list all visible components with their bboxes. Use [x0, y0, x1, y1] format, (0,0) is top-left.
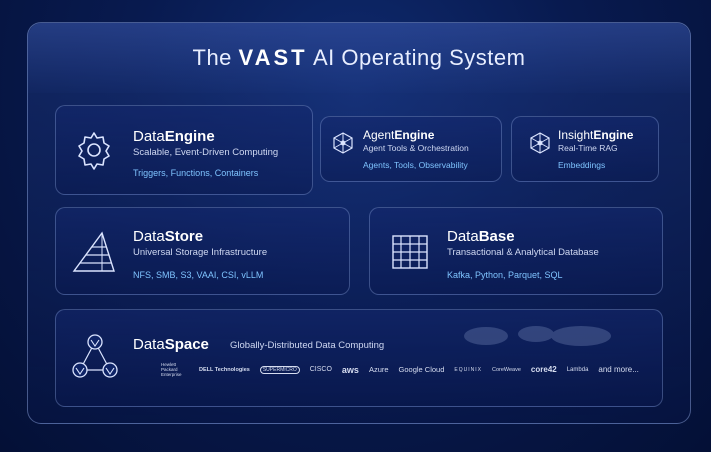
grid-icon — [390, 232, 430, 272]
world-map-decoration — [456, 322, 626, 350]
agent-engine-name: AgentEngine — [363, 128, 435, 142]
data-engine-tags: Triggers, Functions, Containers — [133, 168, 259, 178]
title-brand: VAST — [238, 45, 308, 70]
partner-logos: Hewlett Packard Enterprise DELL Technolo… — [161, 362, 639, 377]
data-engine-subtitle: Scalable, Event-Driven Computing — [133, 147, 279, 158]
data-store-card: DataStore Universal Storage Infrastructu… — [55, 207, 350, 295]
network-icon — [528, 131, 552, 155]
agent-engine-subtitle: Agent Tools & Orchestration — [363, 143, 469, 153]
partner-logo: aws — [341, 364, 359, 375]
data-space-name: DataSpace — [133, 336, 209, 353]
data-store-subtitle: Universal Storage Infrastructure — [133, 247, 268, 258]
data-engine-name: DataEngine — [133, 128, 215, 145]
os-frame: The VAST AI Operating System DataEngine … — [27, 22, 691, 424]
title-prefix: The — [192, 45, 232, 70]
data-base-name: DataBase — [447, 228, 515, 245]
data-engine-card: DataEngine Scalable, Event-Driven Comput… — [55, 105, 313, 195]
partner-logo: EQUINIX — [454, 366, 482, 373]
insight-engine-subtitle: Real-Time RAG — [558, 143, 618, 153]
partner-logo: Azure — [368, 365, 389, 374]
partner-logo-more: and more... — [598, 365, 639, 374]
page-title: The VAST AI Operating System — [28, 45, 690, 71]
agent-engine-card: AgentEngine Agent Tools & Orchestration … — [320, 116, 502, 182]
partner-logo: Lambda — [566, 366, 589, 373]
data-base-subtitle: Transactional & Analytical Database — [447, 247, 599, 258]
title-suffix: AI Operating System — [313, 45, 526, 70]
partner-logo: Google Cloud — [398, 365, 445, 374]
partner-logo: DELL Technologies — [199, 366, 250, 373]
partner-logo: CoreWeave — [491, 366, 521, 373]
partner-logo: core42 — [530, 365, 557, 374]
partner-logo: SUPERMICRO — [259, 365, 300, 374]
pyramid-icon — [72, 230, 116, 274]
data-space-card: DataSpace Globally-Distributed Data Comp… — [55, 309, 663, 407]
data-space-subtitle: Globally-Distributed Data Computing — [230, 340, 385, 351]
insight-engine-tags: Embeddings — [558, 160, 606, 170]
data-store-tags: NFS, SMB, S3, VAAI, CSI, vLLM — [133, 270, 264, 280]
agent-engine-tags: Agents, Tools, Observability — [363, 160, 468, 170]
network-icon — [331, 131, 355, 155]
partner-logo: CISCO — [309, 366, 332, 373]
gear-icon — [74, 130, 114, 170]
data-store-name: DataStore — [133, 228, 204, 245]
triangle-nodes-icon — [70, 332, 120, 382]
data-base-tags: Kafka, Python, Parquet, SQL — [447, 270, 563, 280]
insight-engine-name: InsightEngine — [558, 128, 634, 142]
title-band — [28, 23, 690, 93]
data-base-card: DataBase Transactional & Analytical Data… — [369, 207, 663, 295]
insight-engine-card: InsightEngine Real-Time RAG Embeddings — [511, 116, 659, 182]
partner-logo: Hewlett Packard Enterprise — [161, 362, 182, 377]
